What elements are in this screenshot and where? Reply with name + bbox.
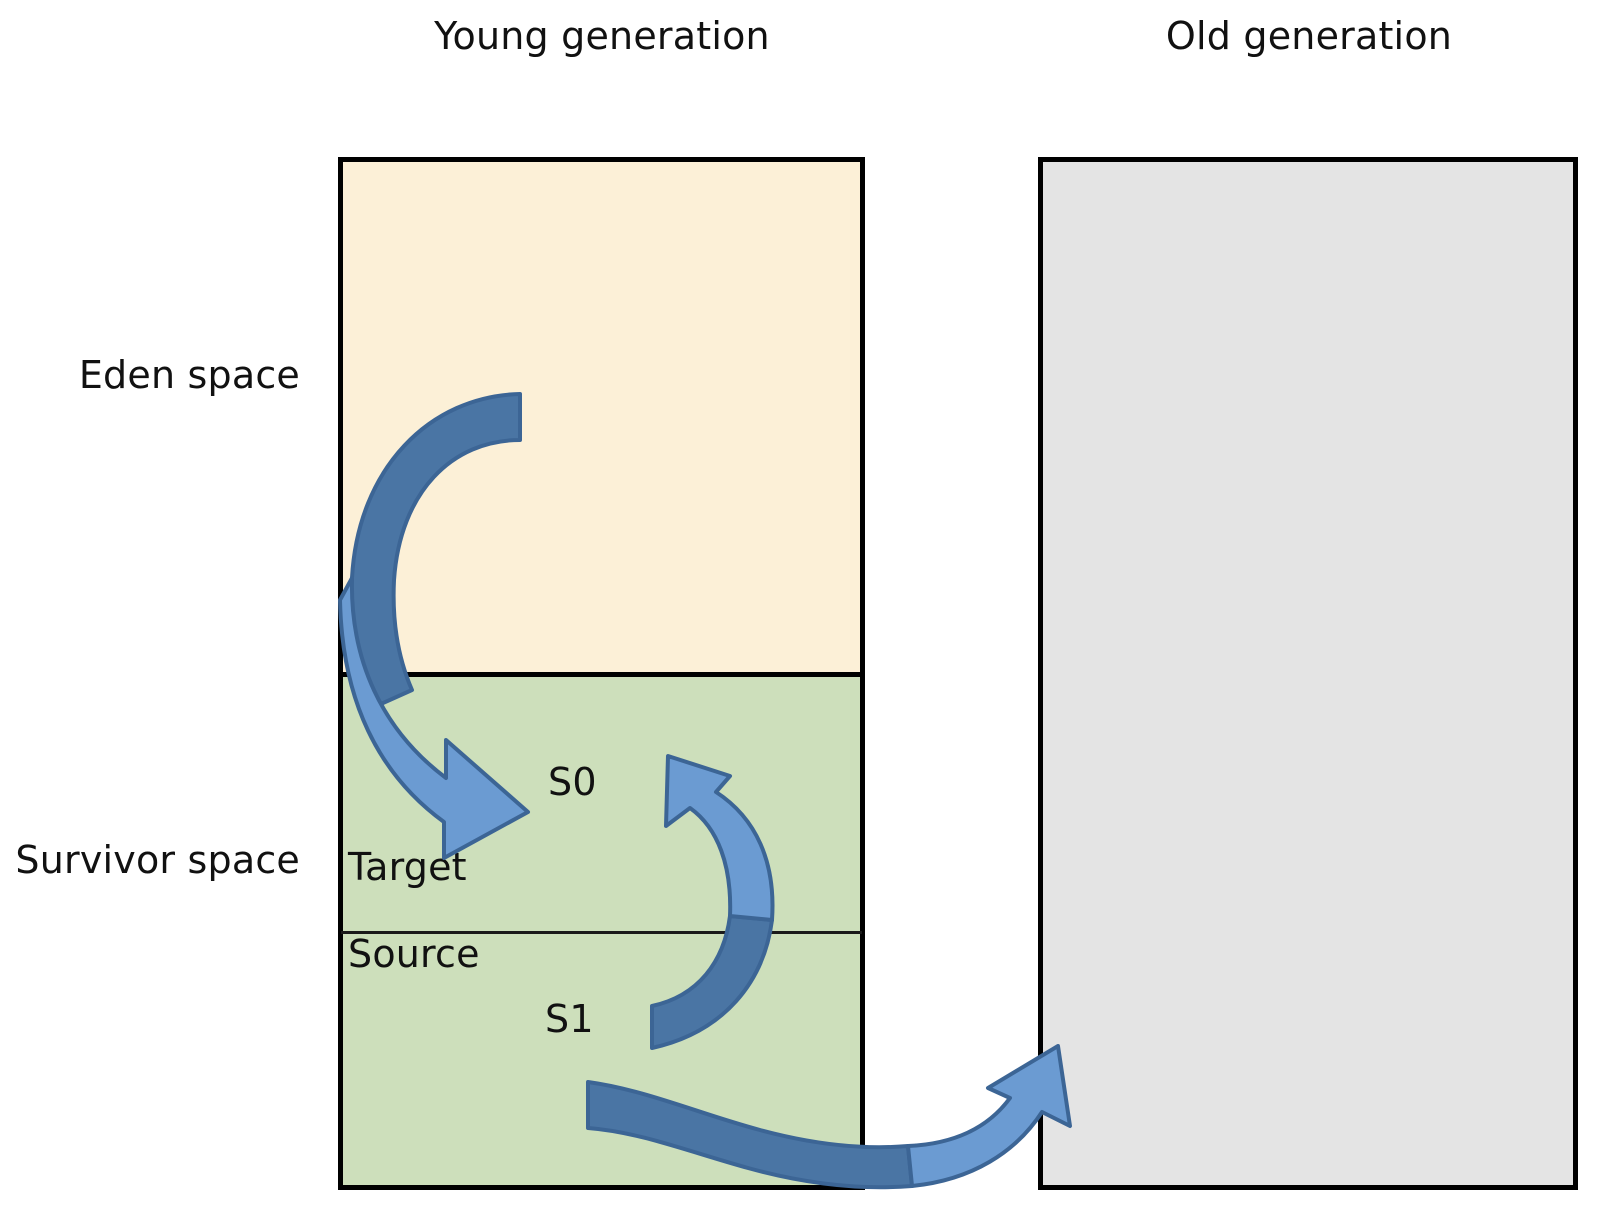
target-label: Target xyxy=(348,845,467,889)
young-generation-title: Young generation xyxy=(434,14,770,58)
survivor-space-label: Survivor space xyxy=(15,838,300,882)
old-generation-region xyxy=(1038,157,1578,1190)
survivor-target-source-divider xyxy=(341,931,862,934)
s1-label: S1 xyxy=(545,997,594,1041)
s0-label: S0 xyxy=(548,760,597,804)
eden-space-label: Eden space xyxy=(78,353,300,397)
source-label: Source xyxy=(348,932,480,976)
eden-space-region xyxy=(338,157,865,677)
old-generation-title: Old generation xyxy=(1165,14,1453,58)
